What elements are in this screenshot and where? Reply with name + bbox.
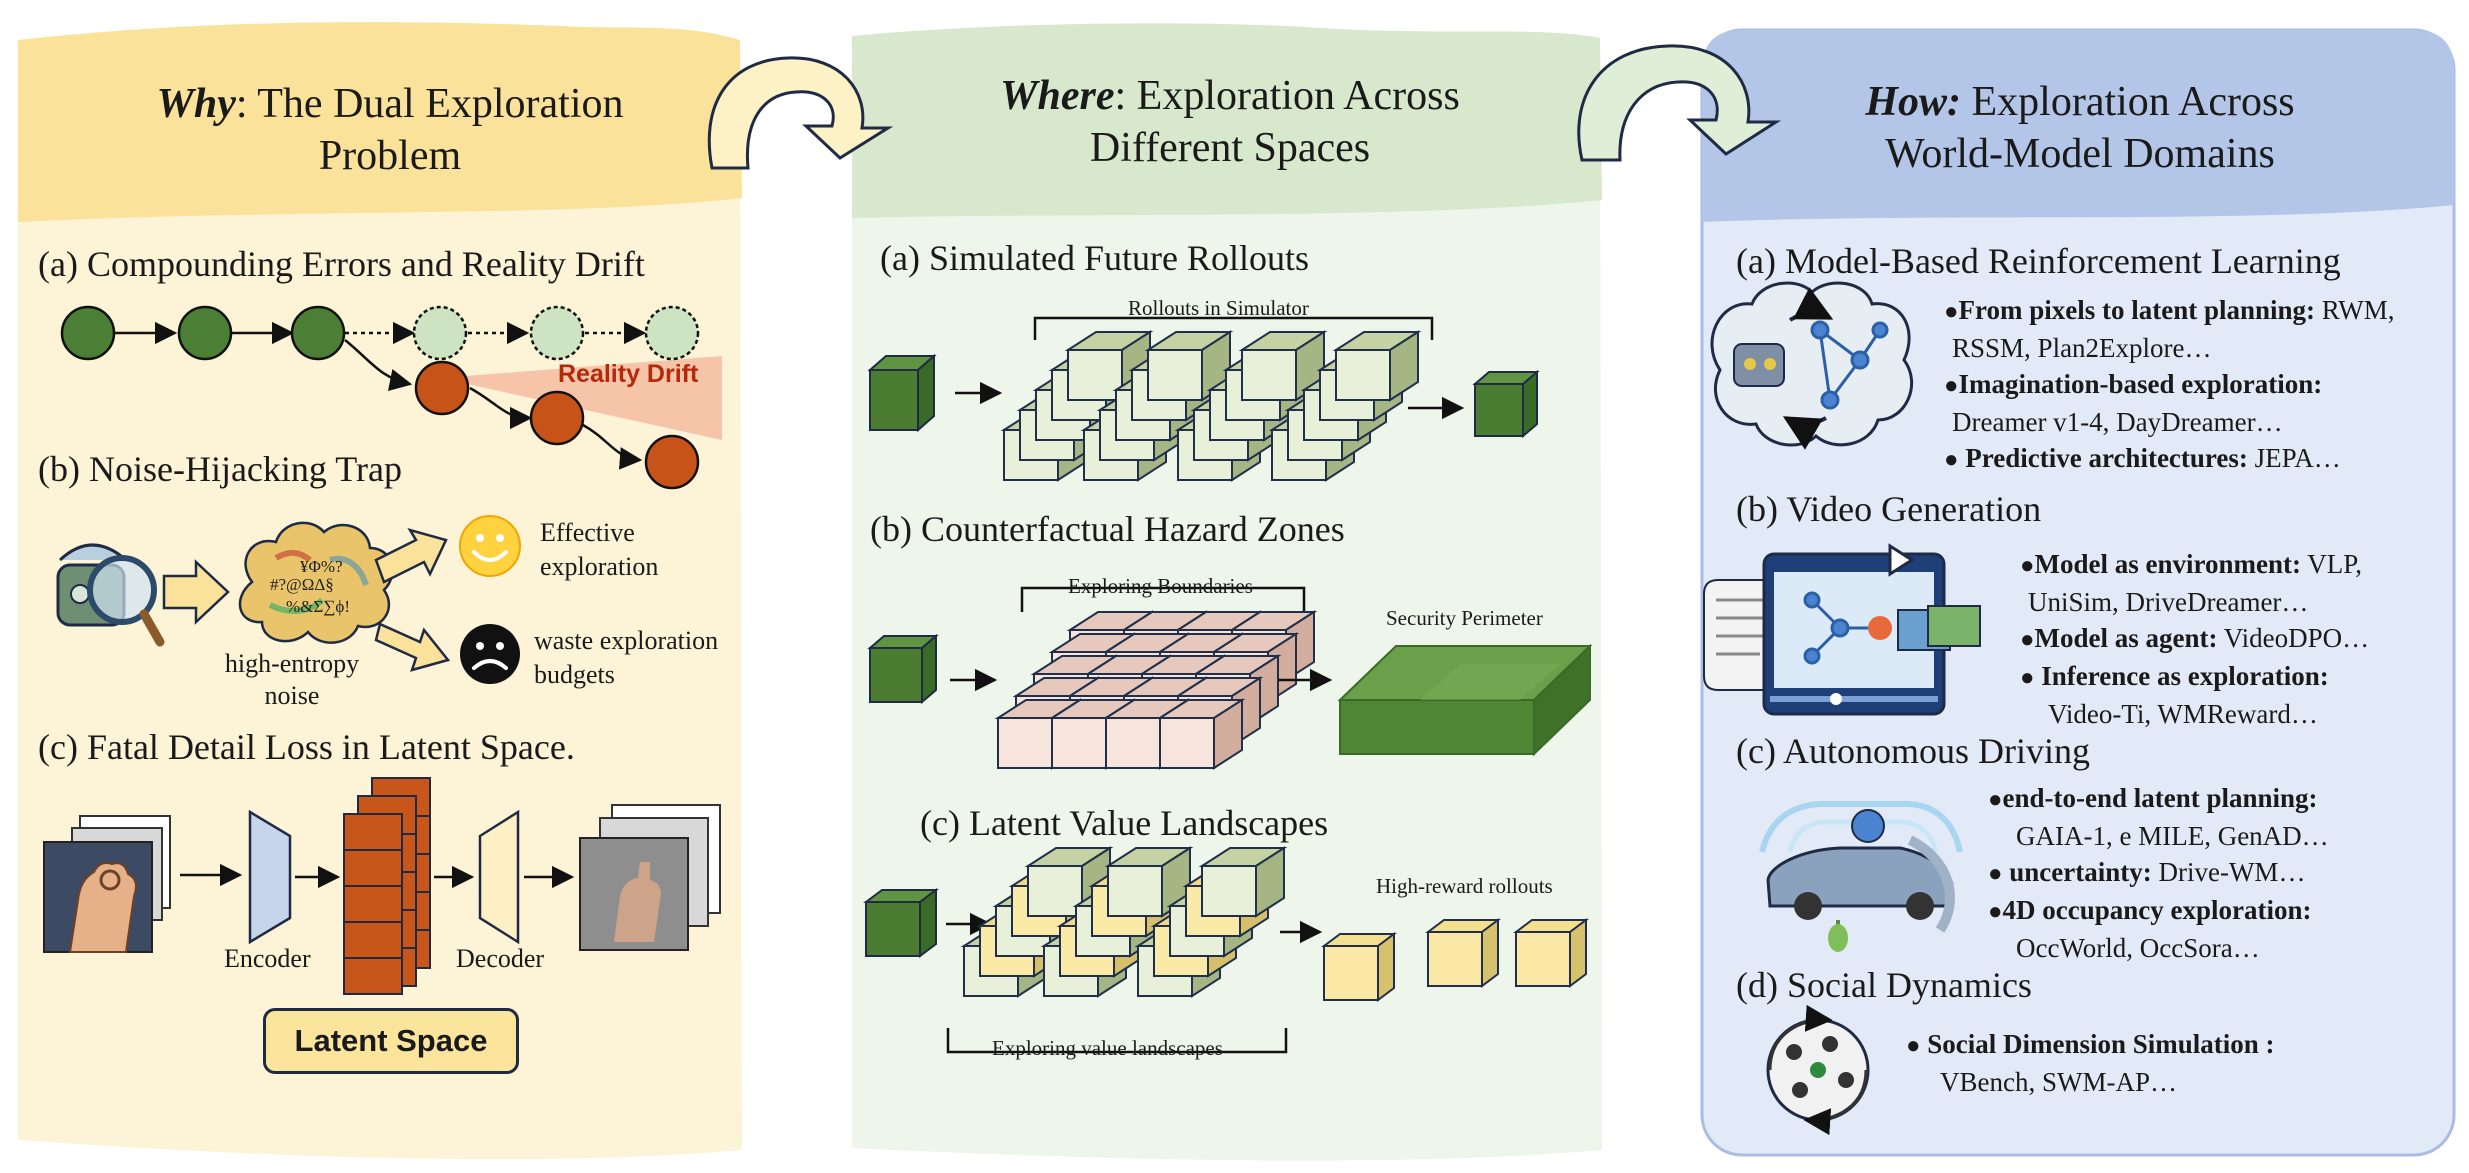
blurred-hand-image — [579, 804, 721, 951]
transition-arrow-1 — [707, 56, 894, 170]
reality-drift-chain — [60, 305, 722, 490]
boundaries-bracket-label: Exploring Boundaries — [1068, 574, 1253, 598]
bullet-item: ● Predictive architectures: JEPA… — [1944, 443, 2341, 473]
high-reward-label: High-reward rollouts — [1376, 874, 1553, 898]
video-player-icon — [1703, 543, 1981, 716]
encoder-label: Encoder — [224, 944, 311, 973]
where-c-heading: (c) Latent Value Landscapes — [920, 803, 1329, 843]
waste-budget-label: waste exploration budgets — [534, 626, 719, 689]
svg-text:%&Σ∑ϕ!: %&Σ∑ϕ! — [286, 597, 350, 616]
latent-space-stack — [343, 777, 431, 995]
waste-arrow — [374, 622, 451, 672]
imagined-node — [412, 305, 468, 361]
brain-icon — [1710, 281, 1914, 450]
latent-space-label: Latent Space — [263, 1008, 519, 1074]
state-cube-right — [1474, 383, 1524, 437]
where-title: Where: Exploration Across Different Spac… — [1000, 73, 1460, 171]
where-a-heading: (a) Simulated Future Rollouts — [880, 238, 1309, 278]
bullet-item: ●From pixels to latent planning: RWM, — [1944, 295, 2395, 325]
input-arrow — [162, 559, 230, 625]
transition-arrow-2 — [1577, 44, 1782, 162]
hand-image-icon — [43, 815, 171, 953]
rollouts-bracket-label: Rollouts in Simulator — [1128, 296, 1309, 320]
why-c-heading: (c) Fatal Detail Loss in Latent Space. — [38, 727, 575, 767]
why-title: Why: The Dual Exploration Problem — [156, 81, 624, 179]
how-d-heading: (d) Social Dynamics — [1736, 965, 2032, 1005]
imagined-node — [644, 305, 700, 361]
how-d-bullets: ● Social Dimension Simulation : VBench, … — [1906, 1026, 2275, 1100]
drift-node — [414, 360, 470, 416]
effective-exploration-label: Effective exploration — [540, 518, 659, 581]
security-perimeter-label: Security Perimeter — [1386, 606, 1543, 630]
car-icon — [1759, 801, 1963, 952]
value-bracket-label: Exploring value landscapes — [992, 1036, 1223, 1060]
how-c-bullets: ●end-to-end latent planning: GAIA-1, e M… — [1988, 780, 2329, 966]
bullet-item: ●4D occupancy exploration: — [1988, 895, 2312, 925]
bullet-item: ●end-to-end latent planning: — [1988, 783, 2318, 813]
boundary-bracket — [1020, 586, 1306, 612]
state-node — [177, 305, 233, 361]
rollout-bracket — [1033, 316, 1434, 340]
encoder-trapezoid — [248, 809, 292, 945]
sad-face-icon — [460, 624, 520, 684]
how-a-bullets: ●From pixels to latent planning: RWM, RS… — [1944, 292, 2395, 478]
bullet-item: ●Imagination-based exploration: — [1944, 369, 2323, 399]
noise-cloud: #?@ΩΔ§ %&Σ∑ϕ! ¥Φ%? — [238, 521, 394, 644]
bullet-item: ● Social Dimension Simulation : — [1906, 1029, 2275, 1059]
smiley-icon — [459, 515, 521, 577]
state-cube-left — [869, 369, 919, 431]
decoder-label: Decoder — [456, 944, 545, 973]
how-a-heading: (a) Model-Based Reinforcement Learning — [1736, 241, 2341, 281]
how-b-bullets: ●Model as environment: VLP, UniSim, Driv… — [2020, 546, 2369, 732]
drift-node — [529, 390, 585, 446]
state-cube-c — [865, 901, 921, 957]
how-title: How: Exploration Across World-Model Doma… — [1865, 79, 2295, 177]
reality-drift-label: Reality Drift — [558, 360, 699, 388]
svg-text:#?@ΩΔ§: #?@ΩΔ§ — [270, 575, 334, 594]
value-bracket — [946, 1028, 1288, 1054]
social-network-icon — [1766, 1004, 1870, 1136]
decoder-trapezoid — [478, 809, 520, 945]
state-cube-b — [869, 647, 923, 703]
bullet-item: ● uncertainty: Drive-WM… — [1988, 857, 2306, 887]
drift-node — [644, 434, 700, 490]
security-perimeter-block — [1337, 643, 1593, 757]
why-b-heading: (b) Noise-Hijacking Trap — [38, 449, 402, 489]
bullet-item: ● Inference as exploration: — [2020, 661, 2329, 691]
reality-drift-wedge — [440, 356, 722, 440]
svg-text:¥Φ%?: ¥Φ%? — [300, 557, 343, 576]
how-c-heading: (c) Autonomous Driving — [1736, 731, 2090, 771]
how-b-heading: (b) Video Generation — [1736, 489, 2042, 529]
state-node — [60, 305, 116, 361]
state-node — [290, 305, 346, 361]
robot-icon — [56, 543, 165, 647]
imagined-node — [529, 305, 585, 361]
effective-arrow — [374, 527, 448, 584]
why-a-heading: (a) Compounding Errors and Reality Drift — [38, 244, 645, 284]
bullet-item: ●Model as environment: VLP, — [2020, 549, 2363, 579]
where-b-heading: (b) Counterfactual Hazard Zones — [870, 509, 1345, 549]
noise-label: high-entropy noise — [224, 649, 360, 710]
bullet-item: ●Model as agent: VideoDPO… — [2020, 623, 2370, 653]
